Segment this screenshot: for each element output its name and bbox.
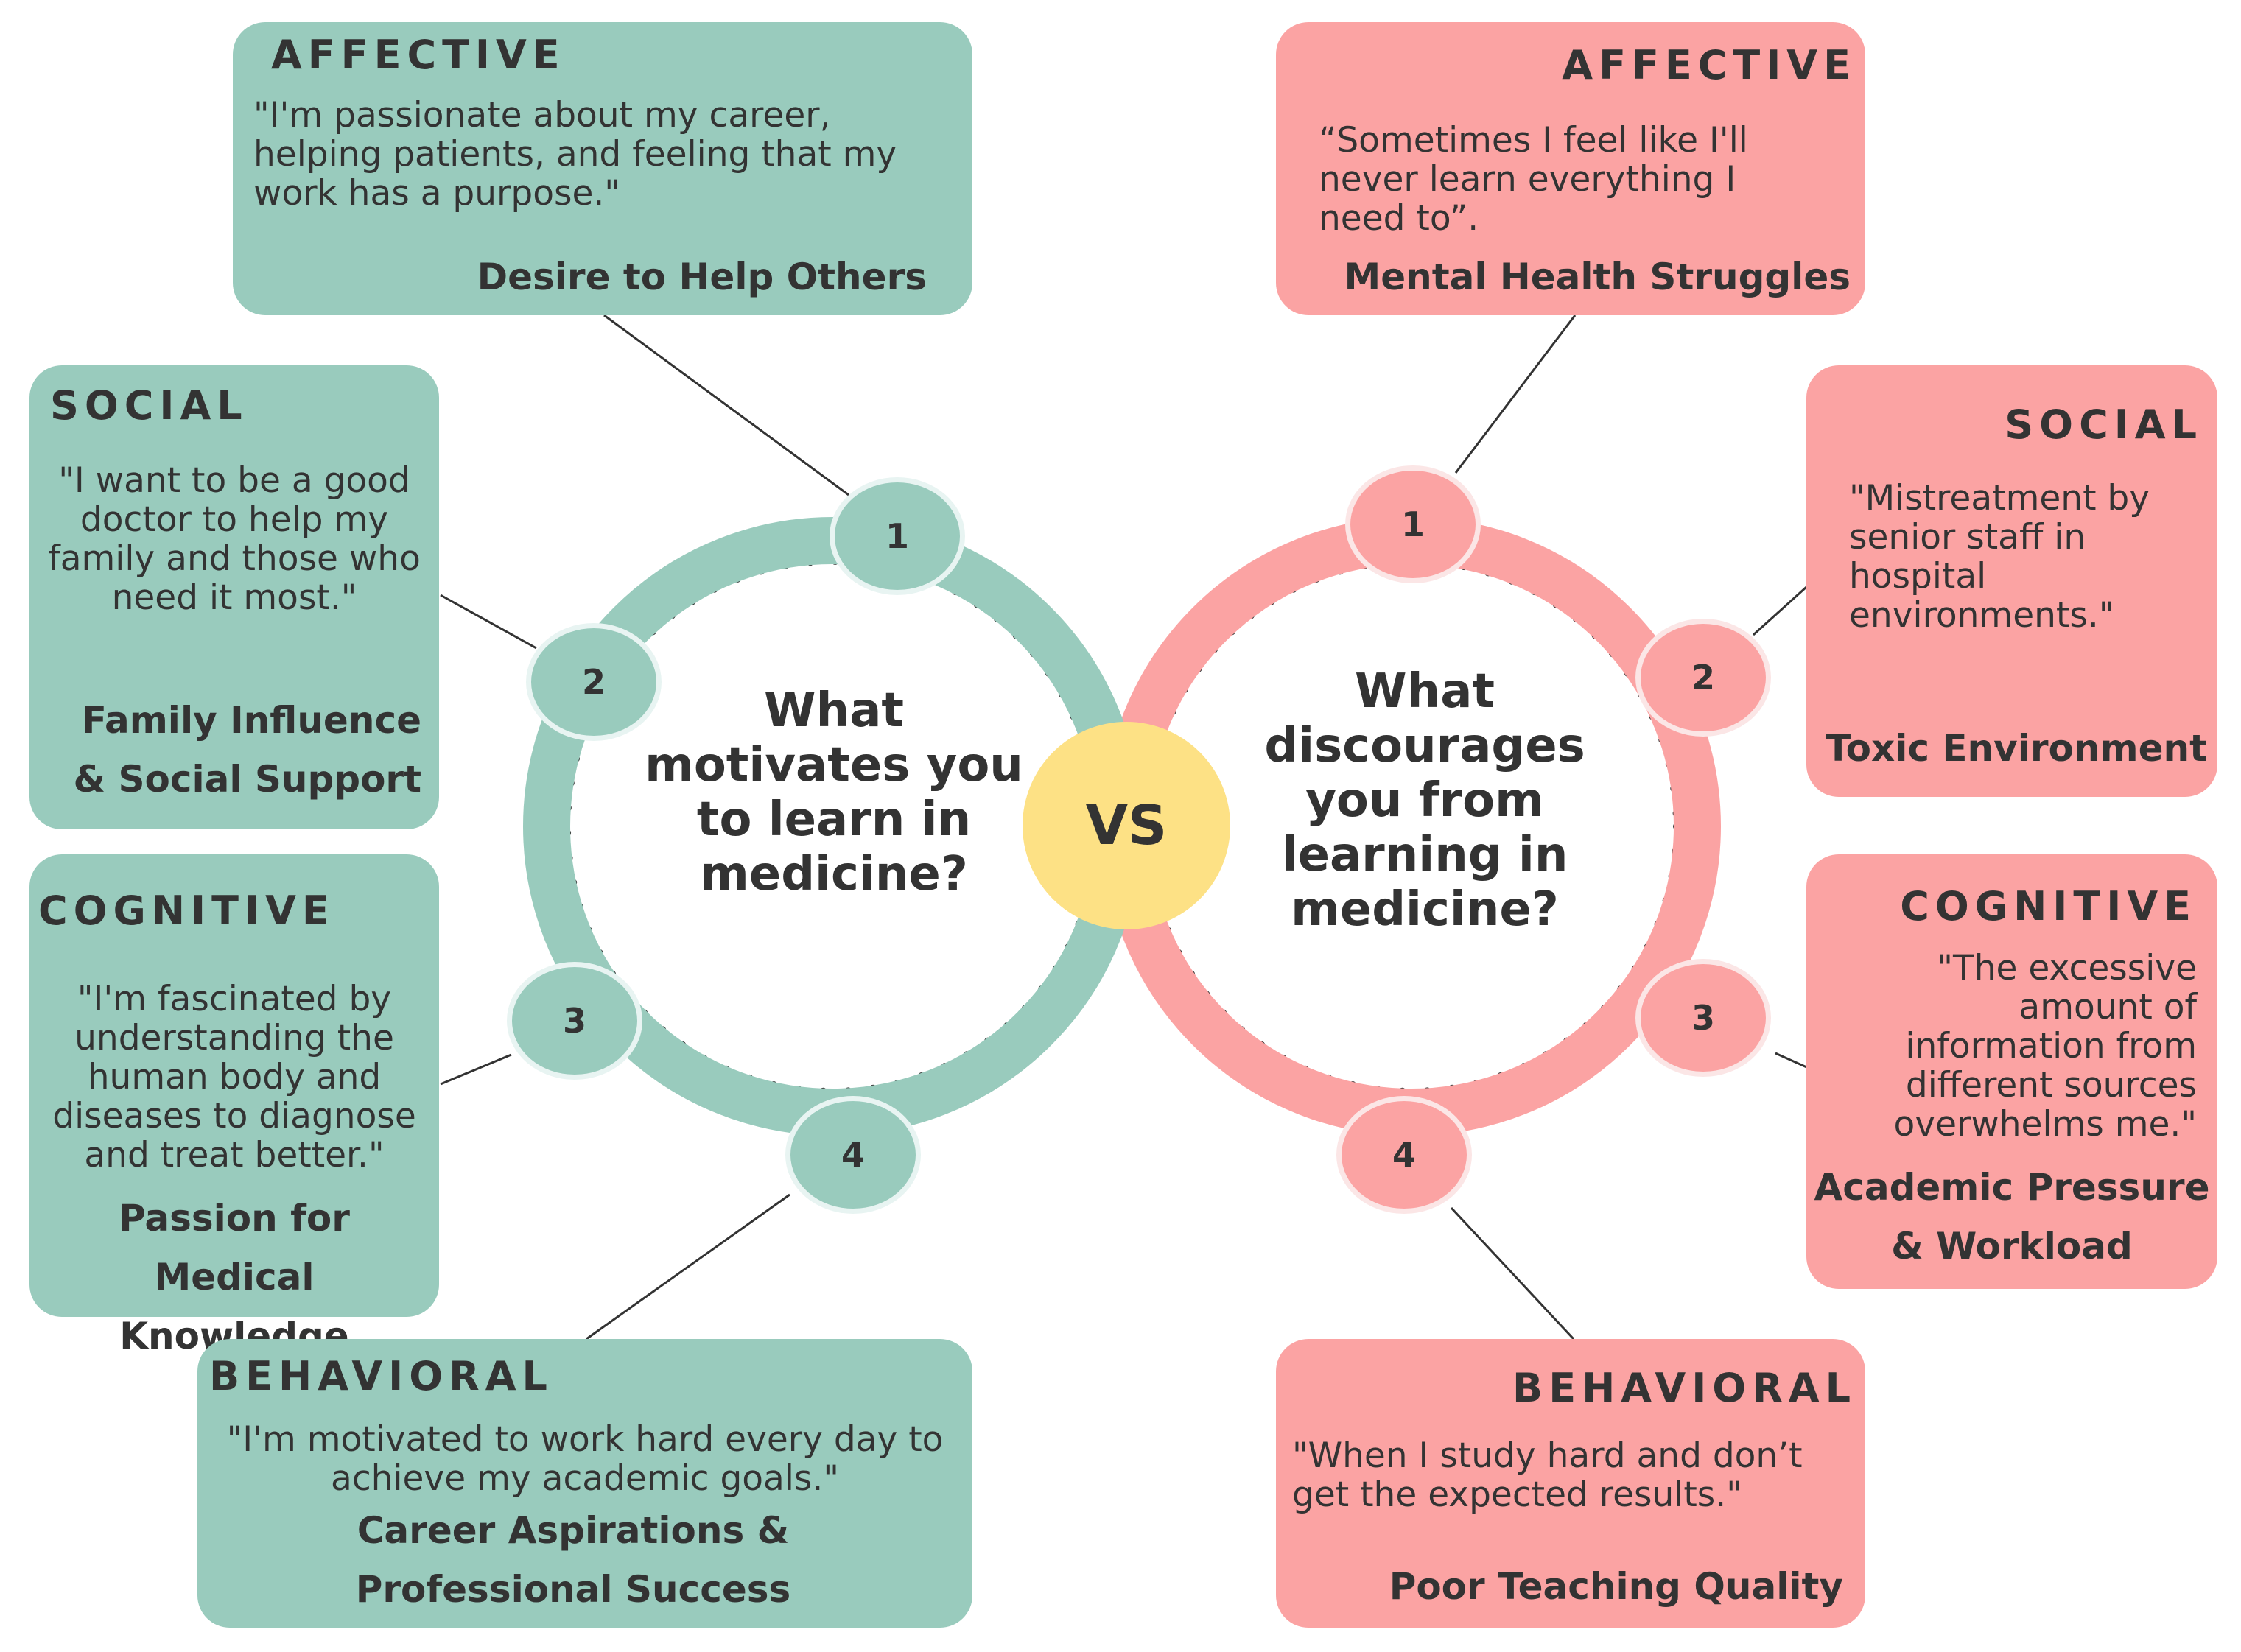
left-behavioral-label: Career Aspirations & Professional Succes… [355,1509,791,1611]
right-social-label: Toxic Environment [1826,727,2207,770]
right-social-quote: "Mistreatment by senior staff in hospita… [1849,478,2150,636]
left-node-2: 2 [526,623,662,741]
right-cognitive-title: COGNITIVE [1900,883,2197,929]
right-affective-box: AFFECTIVE “Sometimes I feel like I'll ne… [1276,22,1865,315]
left-social-box: SOCIAL "I want to be a good doctor to he… [29,365,439,829]
right-behavioral-title: BEHAVIORAL [1512,1365,1856,1411]
right-node-1: 1 [1345,465,1481,583]
left-node-4: 4 [785,1096,921,1214]
left-cognitive-box: COGNITIVE "I'm fascinated by understandi… [29,854,439,1357]
left-social-label: Family Influence & Social Support [73,699,421,801]
connector-right-behavioral [1450,1206,1575,1340]
connector-left-social [440,594,537,650]
left-affective-title: AFFECTIVE [271,32,566,78]
right-affective-quote: “Sometimes I feel like I'll never learn … [1319,120,1748,239]
left-affective-label: Desire to Help Others [477,256,927,298]
left-center-question: What motivates you to learn in medicine? [645,683,1023,901]
right-cognitive-quote: "The excessive amount of information fro… [1893,948,2197,1145]
left-social-quote: "I want to be a good doctor to help my f… [48,460,421,618]
right-center-question: What discourages you from learning in me… [1264,664,1585,937]
right-behavioral-box: BEHAVIORAL "When I study hard and don’t … [1276,1339,1865,1628]
left-behavioral-title: BEHAVIORAL [209,1353,553,1399]
left-behavioral-box: BEHAVIORAL "I'm motivated to work hard e… [197,1339,972,1628]
left-node-3: 3 [507,962,642,1080]
left-social-title: SOCIAL [50,382,248,429]
connector-left-cognitive [440,1053,512,1086]
left-affective-quote: "I'm passionate about my career, helping… [253,95,897,214]
connector-left-affective [603,314,849,496]
connector-left-behavioral [586,1193,790,1340]
connector-right-social [1752,579,1815,636]
left-cognitive-title: COGNITIVE [38,887,335,934]
right-affective-label: Mental Health Struggles [1344,256,1851,298]
left-affective-box: AFFECTIVE "I'm passionate about my caree… [233,22,972,315]
right-social-title: SOCIAL [2005,401,2203,448]
right-node-2: 2 [1635,619,1771,737]
right-behavioral-quote: "When I study hard and don’t get the exp… [1292,1435,1803,1515]
right-cognitive-label: Academic Pressure & Workload [1814,1166,2210,1268]
left-cognitive-quote: "I'm fascinated by understanding the hum… [52,979,416,1175]
right-cognitive-box: COGNITIVE "The excessive amount of infor… [1806,854,2217,1289]
left-node-1: 1 [830,477,965,595]
right-affective-title: AFFECTIVE [1562,42,1856,88]
vs-badge: VS [1023,722,1230,929]
right-node-3: 3 [1635,959,1771,1077]
connector-right-affective [1454,314,1577,474]
right-behavioral-label: Poor Teaching Quality [1389,1565,1843,1608]
right-node-4: 4 [1336,1096,1472,1214]
right-social-box: SOCIAL "Mistreatment by senior staff in … [1806,365,2217,797]
left-behavioral-quote: "I'm motivated to work hard every day to… [226,1419,944,1499]
